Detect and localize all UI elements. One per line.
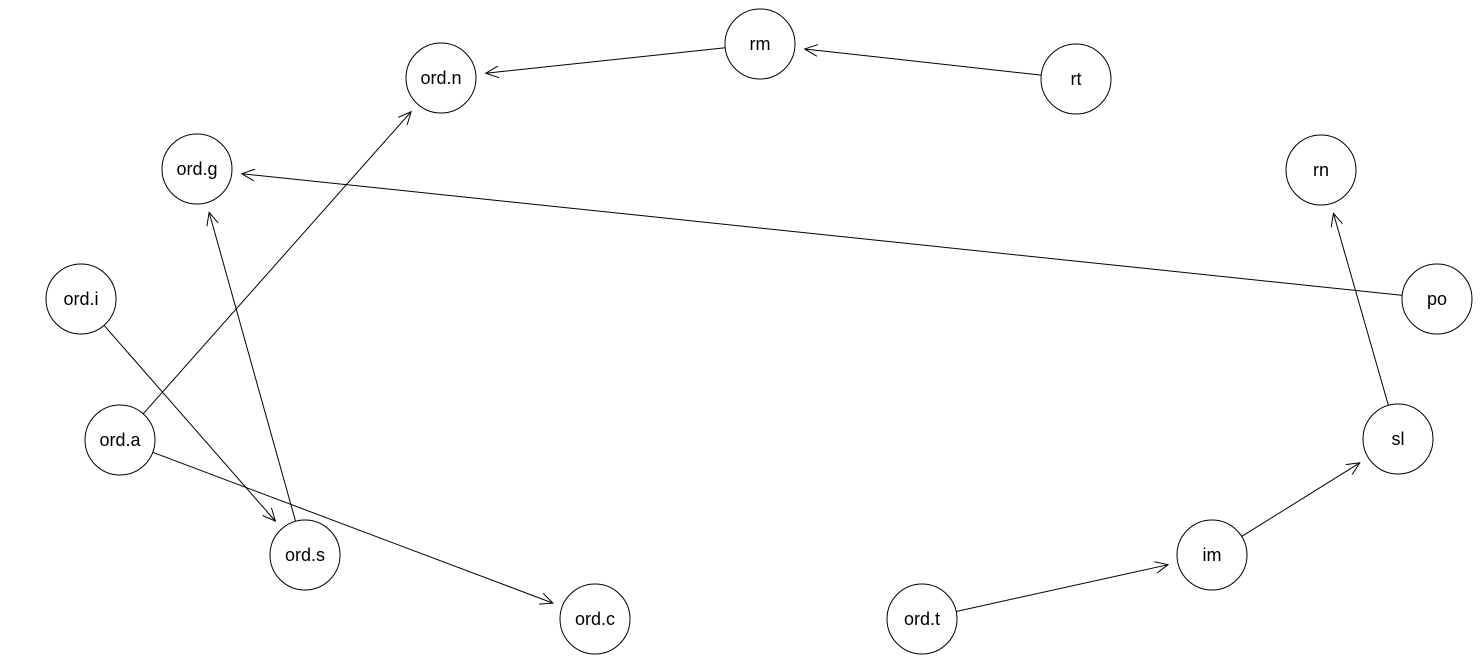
node-circle: [1285, 134, 1357, 206]
node-label: ord.c: [575, 609, 615, 629]
edge-po-to-ord-g: [242, 174, 1403, 296]
node-label: ord.g: [176, 159, 217, 179]
node-ord-a: ord.a: [84, 404, 156, 476]
node-circle: [886, 583, 958, 655]
node-label: im: [1203, 545, 1222, 565]
node-im: im: [1176, 519, 1248, 591]
node-label: ord.s: [285, 545, 325, 565]
node-circle: [1040, 43, 1112, 115]
edge-rt-to-rm: [805, 49, 1042, 76]
node-po: po: [1401, 263, 1473, 335]
node-rn: rn: [1285, 134, 1357, 206]
node-circle: [724, 8, 796, 80]
node-circle: [1362, 403, 1434, 475]
node-rt: rt: [1040, 43, 1112, 115]
node-ord-i: ord.i: [45, 263, 117, 335]
node-label: ord.t: [904, 609, 940, 629]
node-label: rt: [1071, 69, 1082, 89]
node-label: rm: [750, 34, 771, 54]
node-label: sl: [1392, 429, 1405, 449]
node-sl: sl: [1362, 403, 1434, 475]
edge-sl-to-rn: [1333, 213, 1389, 406]
node-ord-g: ord.g: [161, 133, 233, 205]
node-label: ord.a: [99, 430, 141, 450]
edge-ord-s-to-ord-g: [209, 212, 297, 522]
node-circle: [161, 133, 233, 205]
edge-ord-a-to-ord-c: [152, 451, 553, 603]
node-label: po: [1427, 289, 1447, 309]
node-circle: [269, 519, 341, 591]
node-circle: [84, 404, 156, 476]
node-circle: [405, 42, 477, 114]
edge-ord-t-to-im: [956, 565, 1168, 612]
node-circle: [1176, 519, 1248, 591]
node-ord-t: ord.t: [886, 583, 958, 655]
node-circle: [559, 583, 631, 655]
node-label: ord.n: [420, 68, 461, 88]
node-ord-c: ord.c: [559, 583, 631, 655]
node-ord-s: ord.s: [269, 519, 341, 591]
node-label: ord.i: [63, 289, 98, 309]
edge-rm-to-ord-n: [486, 47, 726, 74]
node-label: rn: [1313, 160, 1329, 180]
edge-ord-a-to-ord-n: [142, 112, 411, 415]
node-ord-n: ord.n: [405, 42, 477, 114]
edges-layer: [103, 47, 1403, 612]
edge-ord-i-to-ord-s: [103, 325, 275, 521]
nodes-layer: rm rt ord.n ord.g rn ord.i po ord.a sl ord.s im ord…: [45, 8, 1473, 655]
node-circle: [1401, 263, 1473, 335]
node-circle: [45, 263, 117, 335]
node-rm: rm: [724, 8, 796, 80]
edge-im-to-sl: [1241, 463, 1360, 537]
